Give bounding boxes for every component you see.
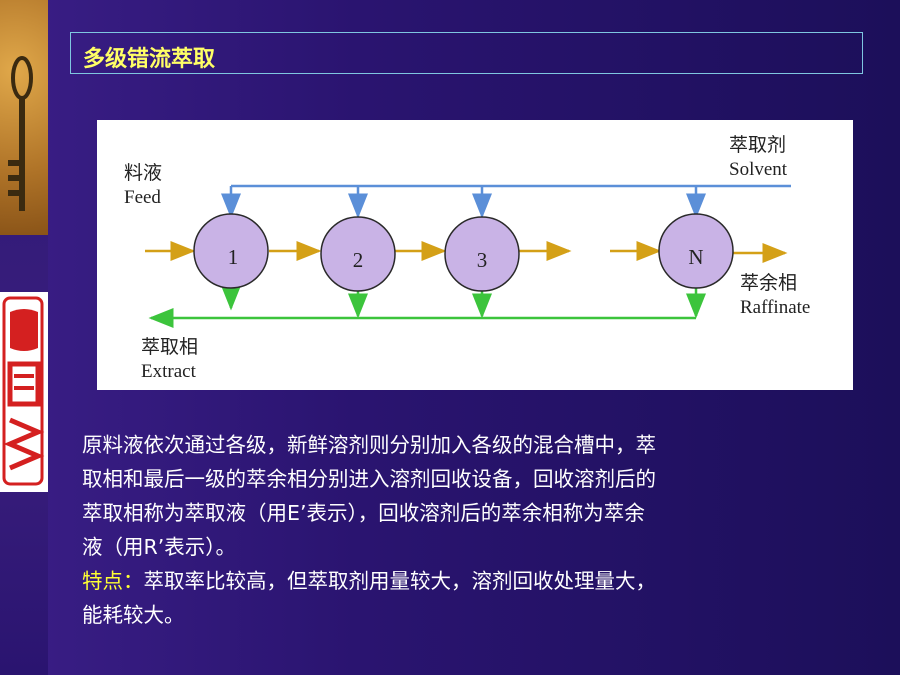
desc-line-1: 原料液依次通过各级，新鲜溶剂则分别加入各级的混合槽中，萃 (82, 433, 656, 457)
stage-n-label: N (688, 245, 703, 269)
seal-icon (2, 296, 45, 486)
stage-3-label: 3 (477, 248, 488, 272)
solvent-label-en: Solvent (729, 159, 788, 180)
feed-label-cn: 料液 (124, 163, 163, 184)
slide-title: 多级错流萃取 (83, 47, 216, 72)
left-decor-strip (0, 0, 48, 675)
stage-2-label: 2 (353, 248, 364, 272)
extract-label-en: Extract (141, 361, 196, 382)
stage-n-circle (658, 213, 734, 289)
seal-stamp-image (0, 292, 48, 492)
feature-line: 特点：萃取率比较高，但萃取剂用量较大，溶剂回收处理量大， (82, 564, 872, 598)
desc-line-6: 能耗较大。 (82, 603, 185, 627)
title-box: 多级错流萃取 (70, 32, 863, 74)
key-photo-image (0, 0, 48, 235)
extract-label-cn: 萃取相 (141, 337, 199, 358)
solvent-label-cn: 萃取剂 (729, 135, 787, 156)
stage-1-label: 1 (228, 245, 239, 269)
stage-3-circle (444, 216, 520, 292)
stage-1-circle (193, 213, 269, 289)
flow-svg: 1 2 3 N (145, 184, 791, 328)
feed-label-en: Feed (124, 187, 161, 208)
raffinate-label-cn: 萃余相 (740, 273, 798, 294)
desc-line-3: 萃取相称为萃取液（用E’表示），回收溶剂后的萃余相称为萃余 (82, 501, 645, 525)
feature-text: 萃取率比较高，但萃取剂用量较大，溶剂回收处理量大， (143, 569, 657, 593)
process-diagram: 1 2 3 N 料液 Feed 萃取剂 Solvent 萃余相 Raffinat… (97, 120, 853, 390)
raffinate-label-en: Raffinate (740, 297, 811, 318)
desc-line-2: 取相和最后一级的萃余相分别进入溶剂回收设备，回收溶剂后的 (82, 467, 656, 491)
key-icon (8, 56, 33, 211)
feature-label: 特点： (82, 569, 144, 593)
desc-line-4: 液（用R’表示）。 (82, 535, 237, 559)
stage-2-circle (320, 216, 396, 292)
description-text: 原料液依次通过各级，新鲜溶剂则分别加入各级的混合槽中，萃 取相和最后一级的萃余相… (82, 428, 872, 632)
